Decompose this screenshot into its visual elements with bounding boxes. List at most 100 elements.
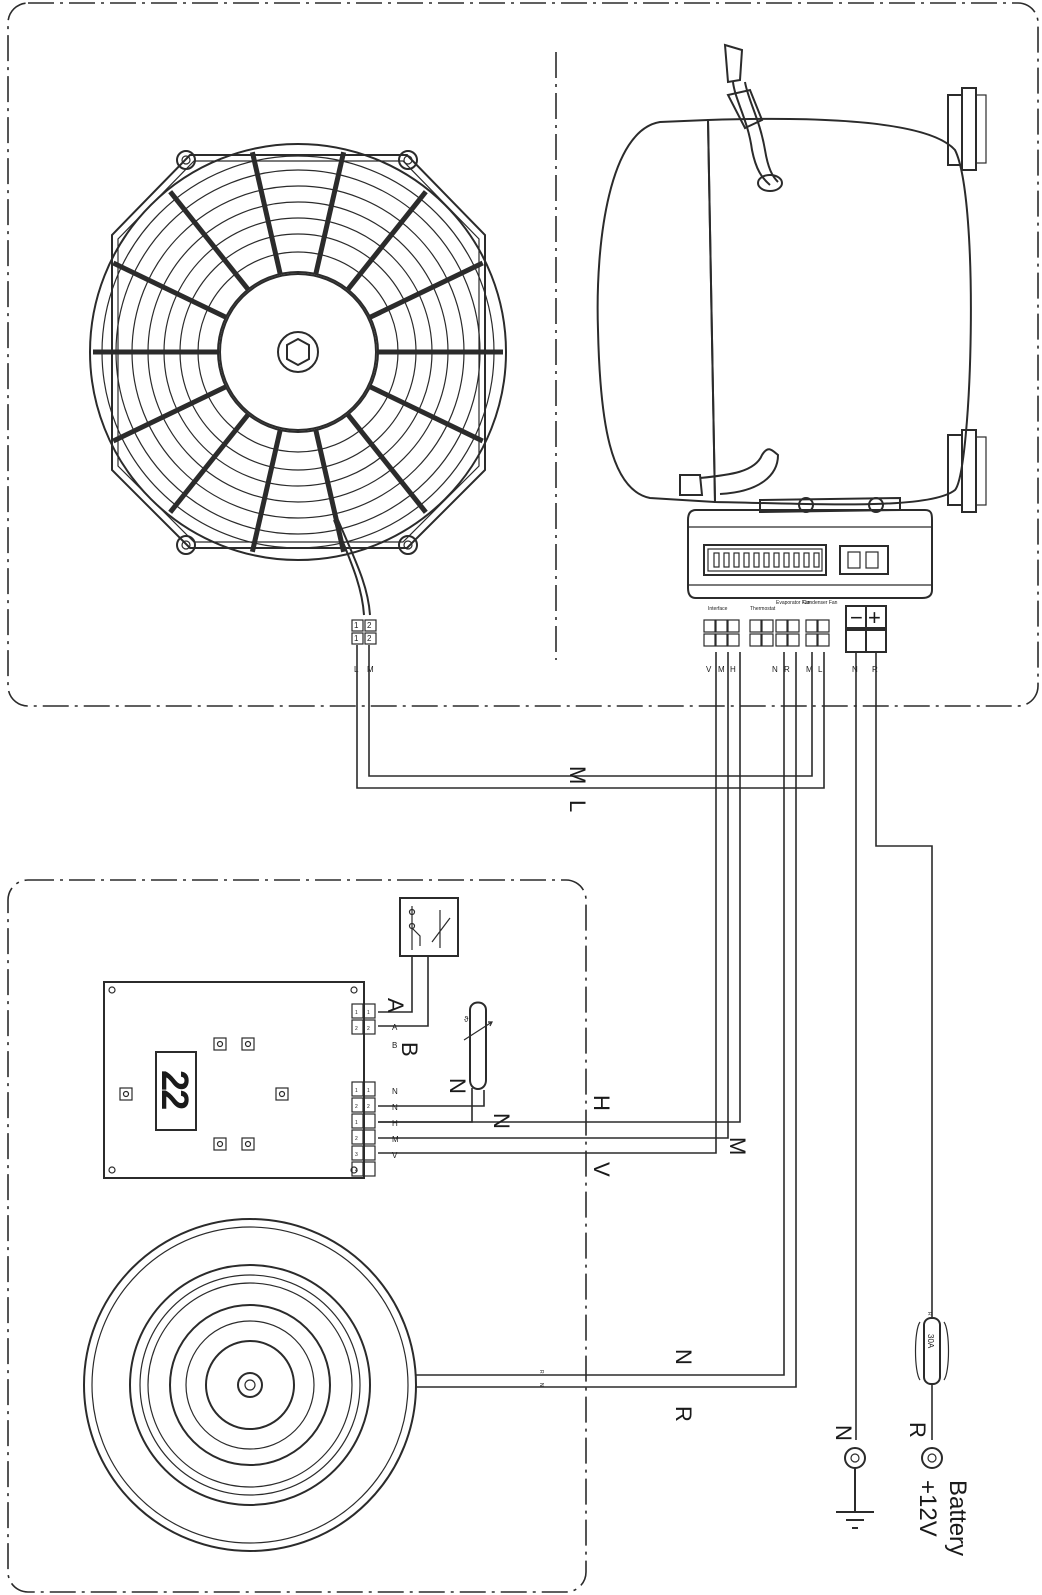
fan-pin-1b: 1 — [354, 634, 359, 643]
fan-wires — [356, 645, 825, 789]
conn-ab-label-a: A — [392, 1023, 398, 1032]
interface-label: Interface — [708, 606, 728, 612]
wire-label-n-ground: N — [831, 1425, 856, 1441]
evaporator-unit-enclosure — [7, 879, 587, 1593]
ecu-terminal — [817, 633, 830, 647]
wire-label-r-battery: R — [905, 1422, 930, 1438]
fan-spoke — [112, 384, 228, 444]
thermostat-label: Thermostat — [750, 606, 776, 612]
ecu-terminals: Interface Thermostat Evaporator Fan Cond… — [703, 600, 887, 674]
thermostat-switch-icon — [399, 897, 459, 957]
ecu-module — [687, 509, 933, 599]
fan-spoke — [249, 429, 283, 553]
evaporator-fan-label: Evaporator Fan — [776, 600, 811, 606]
display-value: 22 — [153, 1070, 195, 1109]
ecu-wire-h: H — [730, 665, 736, 674]
fan-wire-label-m: M — [367, 665, 374, 674]
ecu-slot — [743, 552, 750, 568]
conn-ab-pin-1b: 1 — [367, 1010, 370, 1016]
ecu-terminal — [817, 619, 830, 633]
fan-spoke — [345, 412, 428, 514]
wire-label-h: H — [589, 1095, 614, 1111]
fan-spoke — [168, 190, 251, 292]
fan-spoke — [112, 260, 228, 320]
theta-glyph: ϑ — [464, 1015, 469, 1024]
conn-nn-label-1: N — [392, 1087, 398, 1096]
board-button-5[interactable] — [213, 1137, 227, 1151]
evaporator-blower-icon — [83, 1218, 417, 1552]
conn-ab-label-b: B — [392, 1041, 397, 1050]
fan-pin-1: 1 — [354, 621, 359, 630]
wire-label-n-blower: N — [671, 1349, 696, 1365]
battery-terminal-icon — [921, 1447, 943, 1469]
conn-vmh-pin-4: 4 — [355, 1168, 358, 1174]
ecu-terminal — [715, 619, 728, 633]
wire-label-n-sensor2: N — [489, 1113, 514, 1129]
ecu-wire-v: V — [706, 665, 712, 674]
display-window — [155, 1051, 197, 1131]
conn-ab-pin-1: 1 — [355, 1010, 358, 1016]
wire-label-b: B — [397, 1042, 422, 1057]
conn-nn-label-2: N — [392, 1103, 398, 1112]
battery-voltage: +12V — [914, 1480, 941, 1537]
ecu-wire-l: L — [818, 665, 823, 674]
conn-nn-pin-2: 2 — [355, 1104, 358, 1110]
conn-nn-pin-1b: 1 — [367, 1088, 370, 1094]
fan-spoke — [313, 151, 347, 275]
ecu-terminal — [805, 619, 818, 633]
fan-pin-2: 2 — [367, 621, 372, 630]
power-minus: − — [850, 605, 863, 630]
board-button-6[interactable] — [241, 1137, 255, 1151]
ecu-terminal — [727, 619, 740, 633]
control-board: 22 — [103, 981, 365, 1179]
ecu-terminal — [715, 633, 728, 647]
wire-label-a: A — [383, 998, 408, 1013]
sensor-wires — [378, 1088, 485, 1123]
power-wires — [855, 652, 933, 1440]
fuse-icon: 30A R — [914, 1312, 950, 1385]
wire-label-v: V — [589, 1162, 614, 1177]
ecu-slot — [803, 552, 810, 568]
conn-vmh-pin-1: 1 — [355, 1120, 358, 1126]
ecu-terminal — [703, 619, 716, 633]
ecu-wire-m2: M — [806, 665, 813, 674]
fan-pin-2b: 2 — [367, 634, 372, 643]
blower-wire-r: R — [538, 1370, 544, 1374]
board-connector-nn: 1 2 1 2 N N — [351, 1081, 398, 1113]
fan-spoke — [168, 412, 251, 514]
conn-nn-pin-1: 1 — [355, 1088, 358, 1094]
board-button-2[interactable] — [213, 1037, 227, 1051]
conn-vmh-pin-2: 2 — [355, 1136, 358, 1142]
board-connector-vmh: 1 2 3 4 V M H — [351, 1113, 399, 1177]
wire-label-m-top: M — [565, 766, 590, 784]
thermostat-wires — [378, 956, 429, 1027]
condenser-fan-label: Condenser Fan — [803, 600, 838, 606]
conn-vmh-label-v: V — [392, 1151, 398, 1160]
wire-label-l-top: L — [565, 800, 590, 812]
ecu-terminal — [787, 633, 800, 647]
condenser-fan-icon — [89, 143, 507, 616]
interface-wires — [378, 652, 797, 1388]
ecu-terminal — [761, 619, 774, 633]
blower-wire-n: N — [538, 1383, 544, 1387]
conn-ab-pin-2b: 2 — [367, 1026, 370, 1032]
board-button-4[interactable] — [275, 1087, 289, 1101]
board-button-1[interactable] — [119, 1087, 133, 1101]
fan-connector: 1 2 1 2 L M — [351, 619, 377, 674]
ecu-slot — [783, 552, 790, 568]
ecu-slot — [793, 552, 800, 568]
fuse-rating: 30A — [926, 1334, 935, 1349]
ground-icon — [836, 1447, 874, 1529]
ecu-wire-n: N — [772, 665, 778, 674]
fan-spoke — [368, 260, 484, 320]
conn-vmh-label-h: H — [392, 1119, 398, 1128]
board-connector-ab: 1 2 1 2 B A — [351, 1003, 398, 1050]
compressor-icon — [596, 43, 987, 514]
fan-spoke — [249, 151, 283, 275]
conn-vmh-pin-3: 3 — [355, 1152, 358, 1158]
ecu-terminal — [727, 633, 740, 647]
condensing-unit-enclosure — [7, 2, 1039, 707]
conn-nn-pin-2b: 2 — [367, 1104, 370, 1110]
board-button-3[interactable] — [241, 1037, 255, 1051]
